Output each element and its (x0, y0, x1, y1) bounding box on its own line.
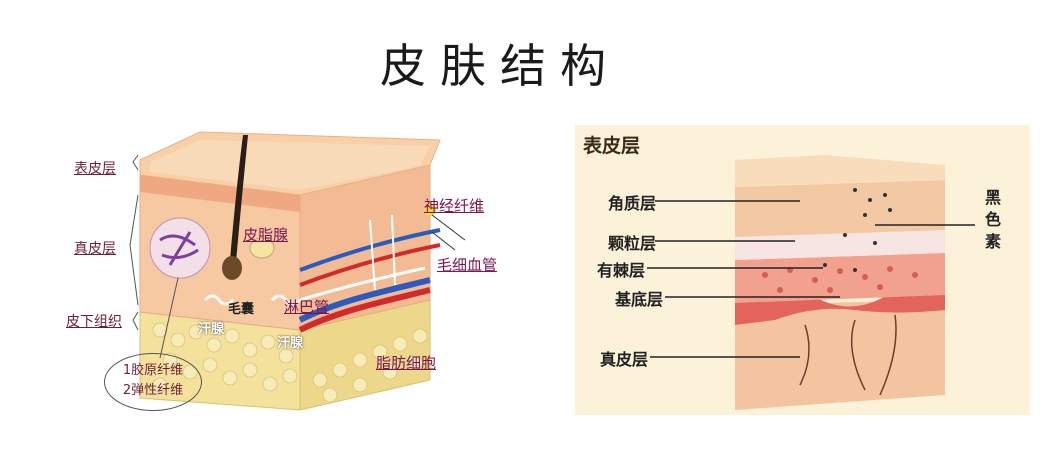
fiber-callout: 1胶原纤维 2弹性纤维 (104, 353, 202, 411)
collagen-fibers (159, 231, 199, 266)
melanin-dots (823, 188, 892, 272)
artery-deep (298, 287, 431, 333)
nerve-fibers (369, 214, 396, 291)
label-sweat-gland-1: 汗腺 (198, 322, 225, 337)
dermis-block (735, 300, 945, 410)
skin-structure-diagram: 表皮层 真皮层 皮下组织 皮脂腺 毛囊 汗腺 汗腺 淋巴管 神经纤维 毛细血管 … (66, 131, 498, 411)
hair-bulb (222, 256, 242, 280)
callout-collagen: 1胶原纤维 (122, 363, 184, 378)
callout-elastic: 2弹性纤维 (122, 383, 184, 398)
label-stratum-corneum: 角质层 (608, 194, 657, 213)
hair-shaft (230, 135, 248, 262)
pointer-capillary (431, 231, 456, 251)
label-capillary: 毛细血管 (437, 256, 498, 274)
label-stratum-granulosum: 颗粒层 (608, 234, 657, 253)
label-dermis-right: 真皮层 (600, 350, 649, 369)
fat-cells (152, 322, 428, 403)
label-dermis: 真皮层 (74, 241, 116, 257)
sebaceous-gland (249, 237, 275, 259)
bracket-dermis (129, 194, 139, 306)
label-nerve-fiber: 神经纤维 (424, 197, 485, 215)
pointer-nerve (431, 214, 466, 241)
stratum-spinosum (735, 253, 945, 303)
page-title: 皮肤结构 (380, 39, 620, 93)
label-subcutaneous: 皮下组织 (66, 314, 122, 330)
label-hair-follicle: 毛囊 (228, 302, 255, 317)
skin-block-illustration (129, 131, 466, 411)
corneum-top (735, 155, 945, 187)
epidermis-heading: 表皮层 (583, 135, 641, 157)
bracket-epidermis (132, 154, 139, 171)
melanin-char-3: 素 (985, 232, 1002, 251)
label-stratum-basale: 基底层 (615, 290, 664, 309)
vein (299, 228, 441, 272)
label-melanin: 黑 色 素 (985, 187, 1005, 253)
epidermis-illustration (575, 125, 1030, 415)
bracket-subcutaneous (132, 311, 139, 331)
pointer-lines (647, 200, 975, 358)
sweat-gland-coil-2 (270, 294, 302, 306)
melanin-char-1: 黑 (985, 188, 1002, 207)
epidermis-diagram: 表皮层 角质层 颗粒层 有棘层 基底层 真皮层 黑 色 素 (575, 125, 1030, 415)
artery (299, 243, 441, 287)
callout-line (159, 277, 179, 359)
stratum-corneum (735, 180, 945, 237)
lymph-vessel (299, 266, 426, 302)
label-fat-cell: 脂肪细胞 (376, 354, 437, 372)
label-sebaceous-gland: 皮脂腺 (243, 226, 289, 244)
epidermis-band (140, 175, 300, 212)
label-sweat-gland-2: 汗腺 (277, 336, 304, 351)
epidermis-surface (150, 140, 430, 190)
stratum-granulosum (735, 230, 945, 260)
vein-deep (298, 277, 431, 323)
label-lymph-vessel: 淋巴管 (284, 298, 330, 316)
label-epidermis: 表皮层 (74, 161, 116, 177)
label-stratum-spinosum: 有棘层 (597, 261, 646, 280)
nerve-ending (424, 204, 436, 216)
melanin-char-2: 色 (985, 210, 1002, 229)
dermis-vessels (799, 314, 897, 396)
sweat-gland-coil (203, 294, 235, 306)
